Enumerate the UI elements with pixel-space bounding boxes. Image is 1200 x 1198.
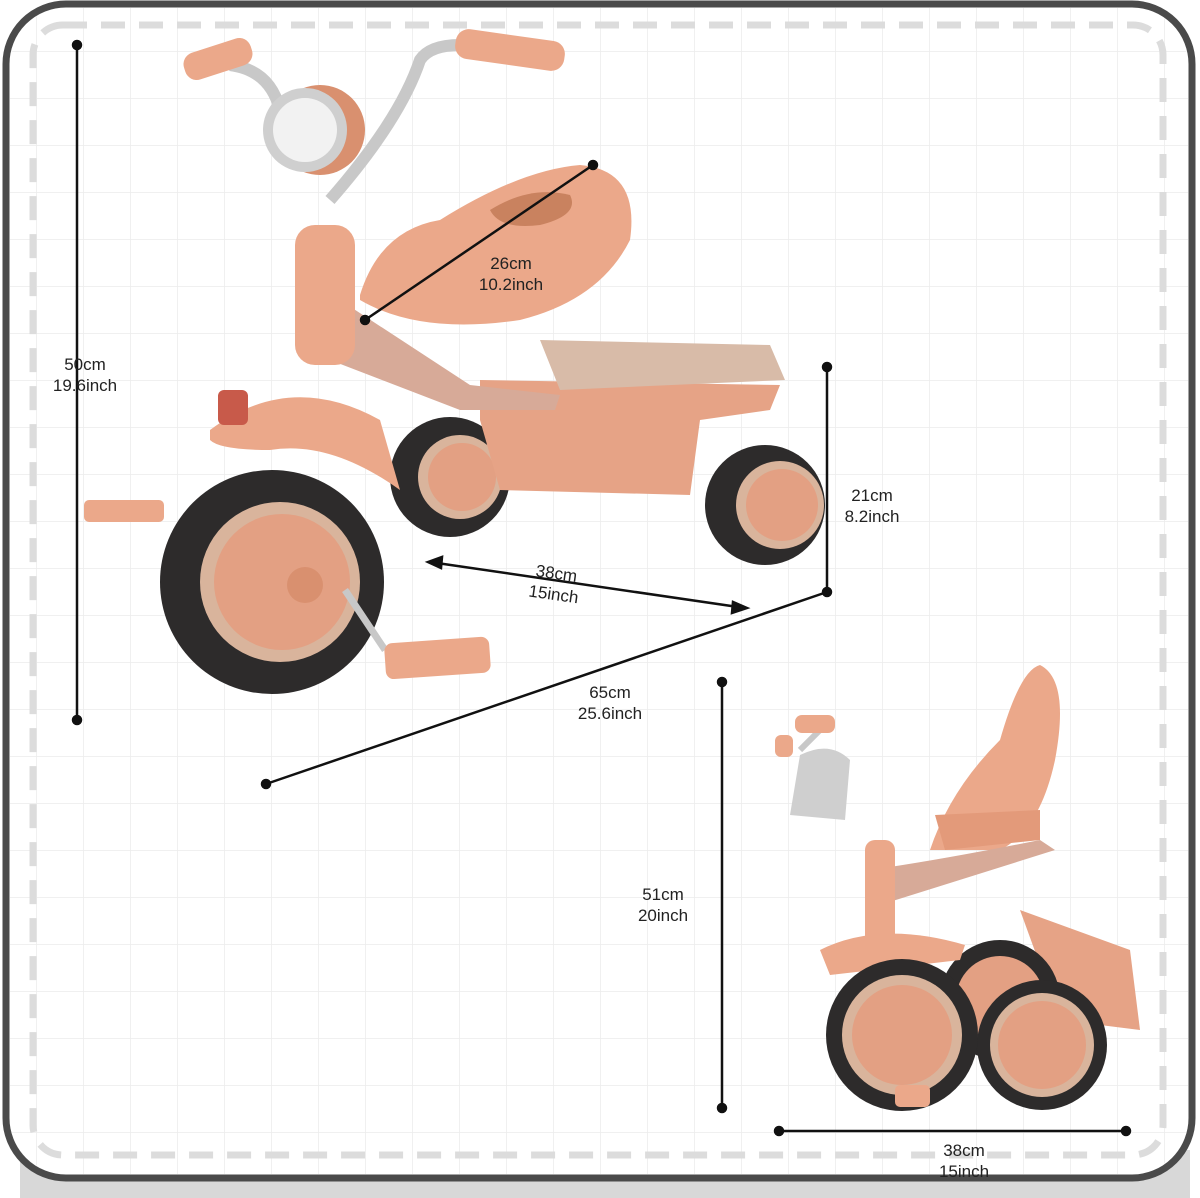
height-cm: 50cm xyxy=(64,355,106,374)
dimension-lines xyxy=(71,39,1132,1137)
folded-height-label: 51cm 20inch xyxy=(638,884,688,926)
length-cm: 65cm xyxy=(589,683,631,702)
folded-height-cm: 51cm xyxy=(642,885,684,904)
seat-length-label: 26cm 10.2inch xyxy=(479,253,543,295)
rear-height-cm: 21cm xyxy=(851,486,893,505)
folded-width-cm: 38cm xyxy=(943,1141,985,1160)
seat-inch: 10.2inch xyxy=(478,275,544,294)
tricycle-folded xyxy=(775,665,1140,1111)
rear-height-inch: 8.2inch xyxy=(844,507,900,526)
length-inch: 25.6inch xyxy=(577,704,643,723)
seat-cm: 26cm xyxy=(490,254,532,273)
rear-height-label: 21cm 8.2inch xyxy=(845,485,900,527)
overall-length-label: 65cm 25.6inch xyxy=(578,682,642,724)
height-inch: 19.6inch xyxy=(52,376,118,395)
folded-height-inch: 20inch xyxy=(637,906,689,925)
folded-width-inch: 15inch xyxy=(938,1162,990,1181)
dashed-border xyxy=(29,21,1167,1159)
folded-width-label: 38cm 15inch xyxy=(939,1140,989,1182)
tricycle-main xyxy=(84,29,825,694)
height-label: 50cm 19.6inch xyxy=(53,354,117,396)
